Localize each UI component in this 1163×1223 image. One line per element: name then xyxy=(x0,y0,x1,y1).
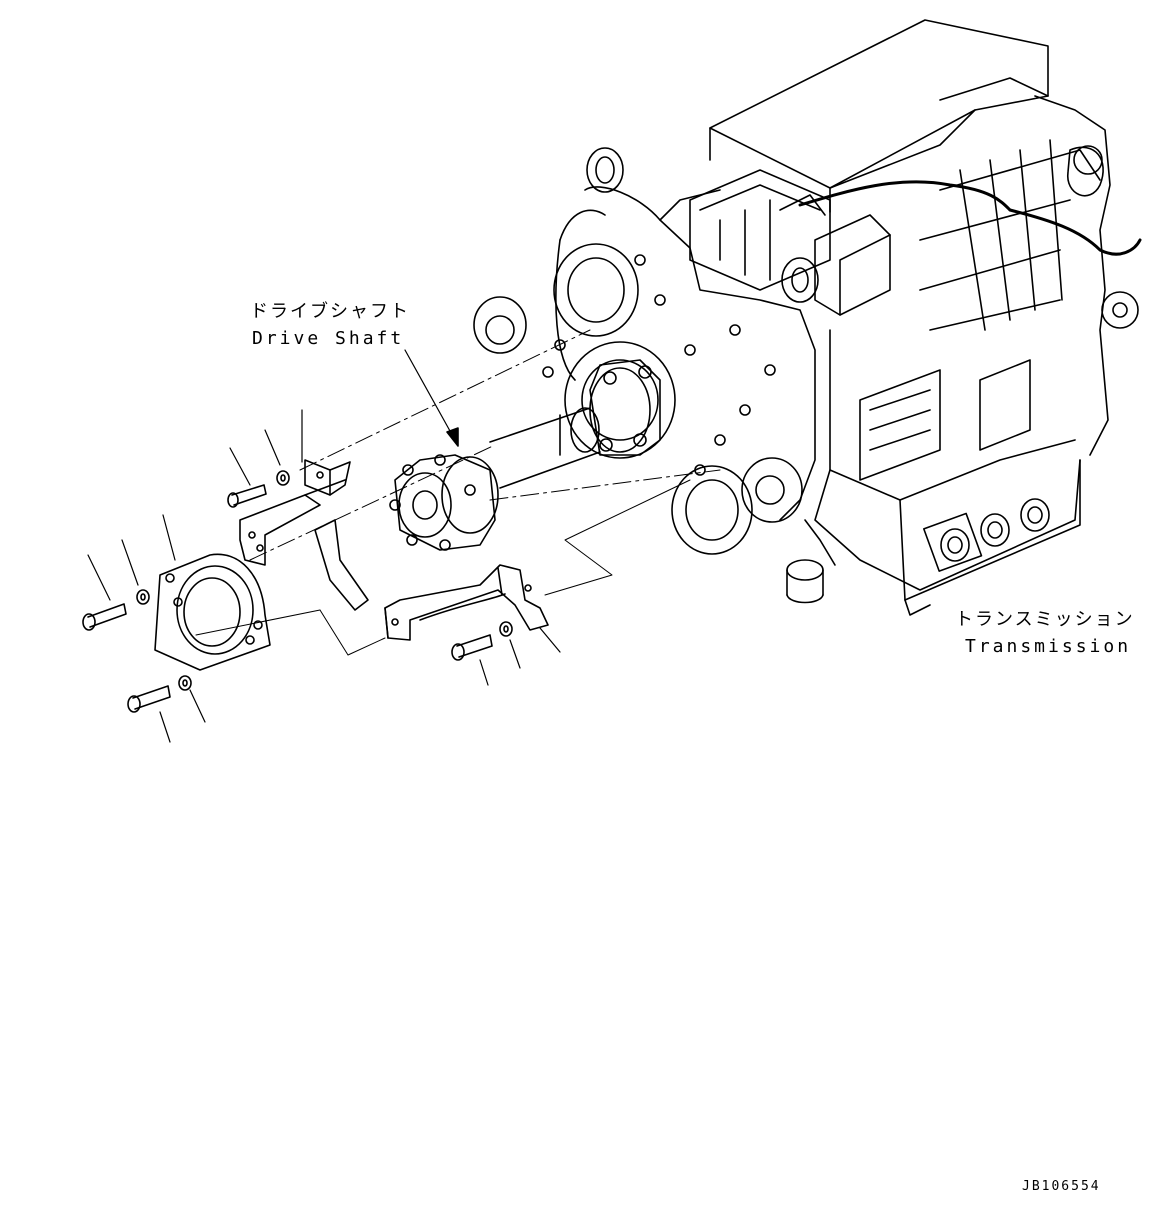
lower-bracket xyxy=(384,564,549,641)
guard-plate xyxy=(154,553,271,671)
drive-shaft-label-en: Drive Shaft xyxy=(252,328,405,349)
transmission-label-en: Transmission xyxy=(965,636,1132,657)
assembly-tie-lines xyxy=(195,479,691,656)
part-callout-leaders xyxy=(87,409,561,743)
transmission-illustration xyxy=(473,19,1142,616)
drive-shaft-illustration xyxy=(389,349,661,551)
drawing-code: JB106554 xyxy=(1022,1179,1101,1194)
transmission-label-jp: トランスミッション xyxy=(955,609,1135,630)
drive-shaft-label-jp: ドライブシャフト xyxy=(250,301,410,322)
assembly-centerlines xyxy=(249,329,721,561)
fasteners xyxy=(82,470,513,713)
upper-bracket xyxy=(239,459,369,611)
